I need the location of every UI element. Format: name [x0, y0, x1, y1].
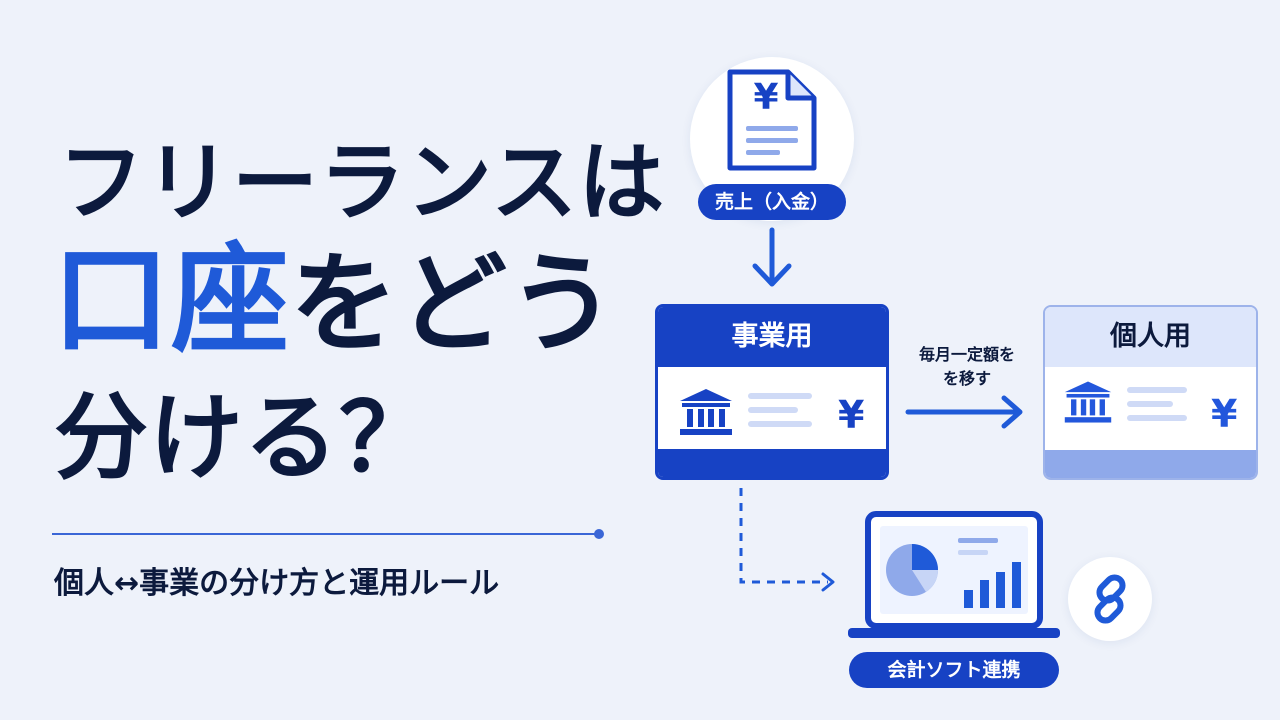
- invoice-document-icon: [727, 69, 817, 171]
- personal-account-card: 個人用 ¥: [1043, 305, 1258, 480]
- personal-card-title: 個人用: [1045, 307, 1256, 367]
- transfer-label-line-2: を移す: [942, 369, 991, 388]
- business-account-card: 事業用 ¥: [655, 304, 889, 480]
- transfer-label: 毎月一定額を を移す: [906, 343, 1028, 391]
- account-detail-lines: [1127, 387, 1187, 429]
- business-card-title: 事業用: [658, 307, 886, 367]
- bank-icon: [680, 389, 732, 435]
- title-line-3: 分ける？: [54, 384, 435, 493]
- title-accent-word: 口座: [52, 231, 291, 369]
- laptop-icon: [848, 511, 1060, 638]
- personal-card-footer: [1045, 450, 1256, 478]
- document-yen-symbol: ¥: [753, 77, 779, 118]
- software-dashed-arrow: [739, 488, 835, 592]
- sales-down-arrow: [752, 227, 792, 287]
- transfer-arrow: [905, 395, 1023, 429]
- bank-icon: [1064, 381, 1112, 423]
- account-detail-lines: [748, 393, 812, 435]
- pie-chart-icon: [886, 544, 939, 596]
- personal-yen-symbol: ¥: [1211, 392, 1238, 436]
- bar-chart-icon: [964, 562, 1021, 608]
- subtitle: 個人↔事業の分け方と運用ルール: [54, 566, 500, 601]
- business-card-footer: [658, 449, 886, 477]
- title-line-2: 口座をどう: [52, 232, 617, 373]
- title-divider-dot: [594, 529, 604, 539]
- business-yen-symbol: ¥: [838, 393, 865, 437]
- title-divider: [52, 533, 598, 535]
- link-icon: [1094, 574, 1126, 624]
- accounting-software-label: 会計ソフト連携: [849, 652, 1059, 688]
- title-line-1: フリーランスは: [58, 133, 666, 233]
- sales-label: 売上（入金）: [698, 184, 846, 220]
- title-line-2-rest: をどう: [290, 242, 618, 367]
- transfer-label-line-1: 毎月一定額を: [918, 345, 1015, 364]
